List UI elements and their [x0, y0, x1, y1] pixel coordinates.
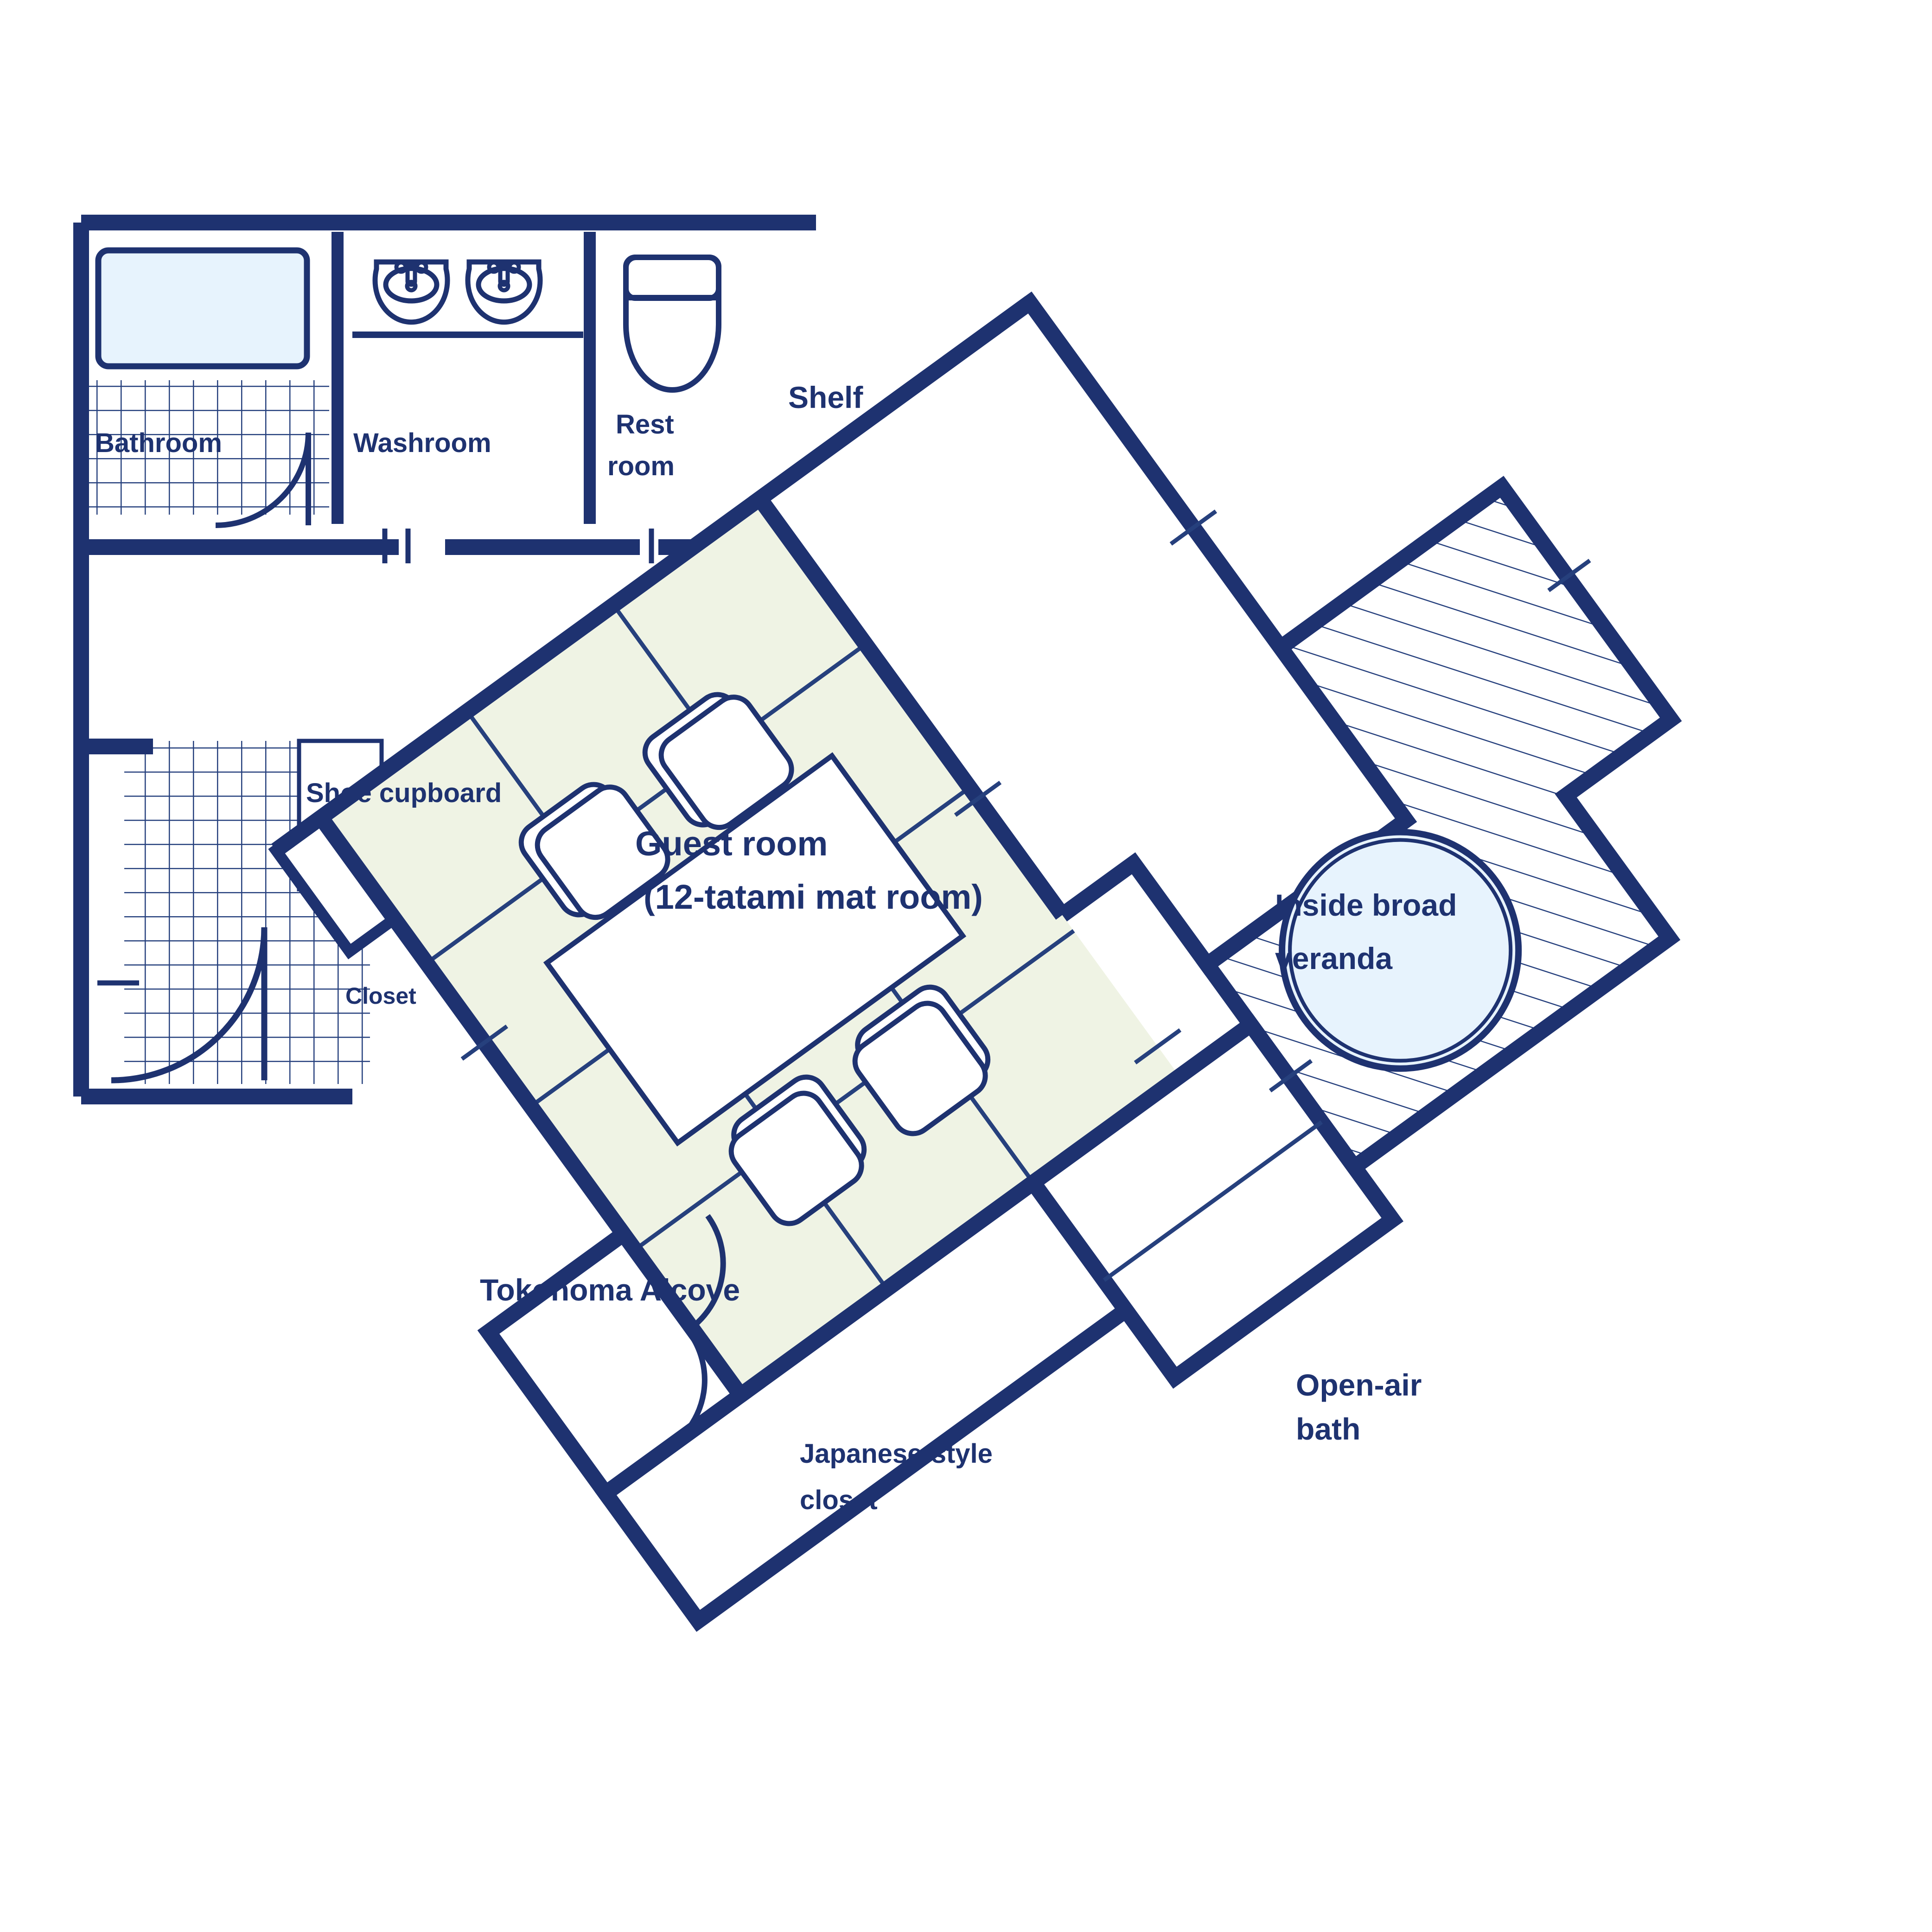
- label-restroom-line1: Rest: [616, 409, 674, 440]
- label-veranda-line2: veranda: [1275, 941, 1393, 976]
- door-jamb-ticks: [382, 529, 654, 563]
- label-veranda-line1: Inside broad: [1275, 888, 1457, 922]
- label-restroom-line2: room: [607, 451, 675, 481]
- closet-shelf-line: [1103, 1120, 1323, 1282]
- floor-cushion-group: [518, 692, 991, 1226]
- sliding-door-ticks: [460, 509, 1591, 1093]
- label-washroom: Washroom: [353, 428, 491, 458]
- label-guest-room-line1: Guest room: [635, 824, 828, 863]
- closet-door-swing-icon: [670, 1331, 708, 1448]
- entry-door-swing-icon: [111, 927, 268, 1084]
- floor-cushion: [852, 1001, 988, 1136]
- label-closet: Closet: [345, 983, 416, 1009]
- label-open-air-bath-line2: bath: [1296, 1412, 1360, 1446]
- sink-icon: [465, 259, 543, 325]
- closet-door-swing-icon: [688, 1214, 726, 1332]
- bathtub-fixture: [95, 247, 310, 370]
- label-shelf: Shelf: [788, 380, 863, 414]
- label-japanese-closet-line1: Japanese-style: [800, 1439, 993, 1469]
- sink-icon: [372, 259, 450, 325]
- main-wing-rotated: [268, 291, 1682, 1632]
- low-table-fixture: [543, 752, 967, 1147]
- open-air-bath-tub: [1279, 829, 1522, 1072]
- guest-room-walls: [271, 296, 1069, 1402]
- toilet-icon: [623, 255, 721, 393]
- floor-cushion: [728, 1090, 864, 1226]
- label-tokonoma-alcove: Tokonoma Alcove: [480, 1273, 740, 1307]
- label-open-air-bath-line1: Open-air: [1296, 1368, 1422, 1402]
- room-labels: Bathroom Washroom Rest room Shelf Shoe c…: [95, 380, 1457, 1515]
- label-japanese-closet-line2: closet: [800, 1485, 878, 1515]
- label-bathroom: Bathroom: [95, 428, 222, 458]
- label-shoe-cupboard: Shoe cupboard: [306, 778, 502, 808]
- label-guest-room-line2: (12-tatami mat room): [644, 878, 983, 916]
- floor-cushion: [658, 695, 794, 830]
- floor-cushion: [535, 784, 670, 920]
